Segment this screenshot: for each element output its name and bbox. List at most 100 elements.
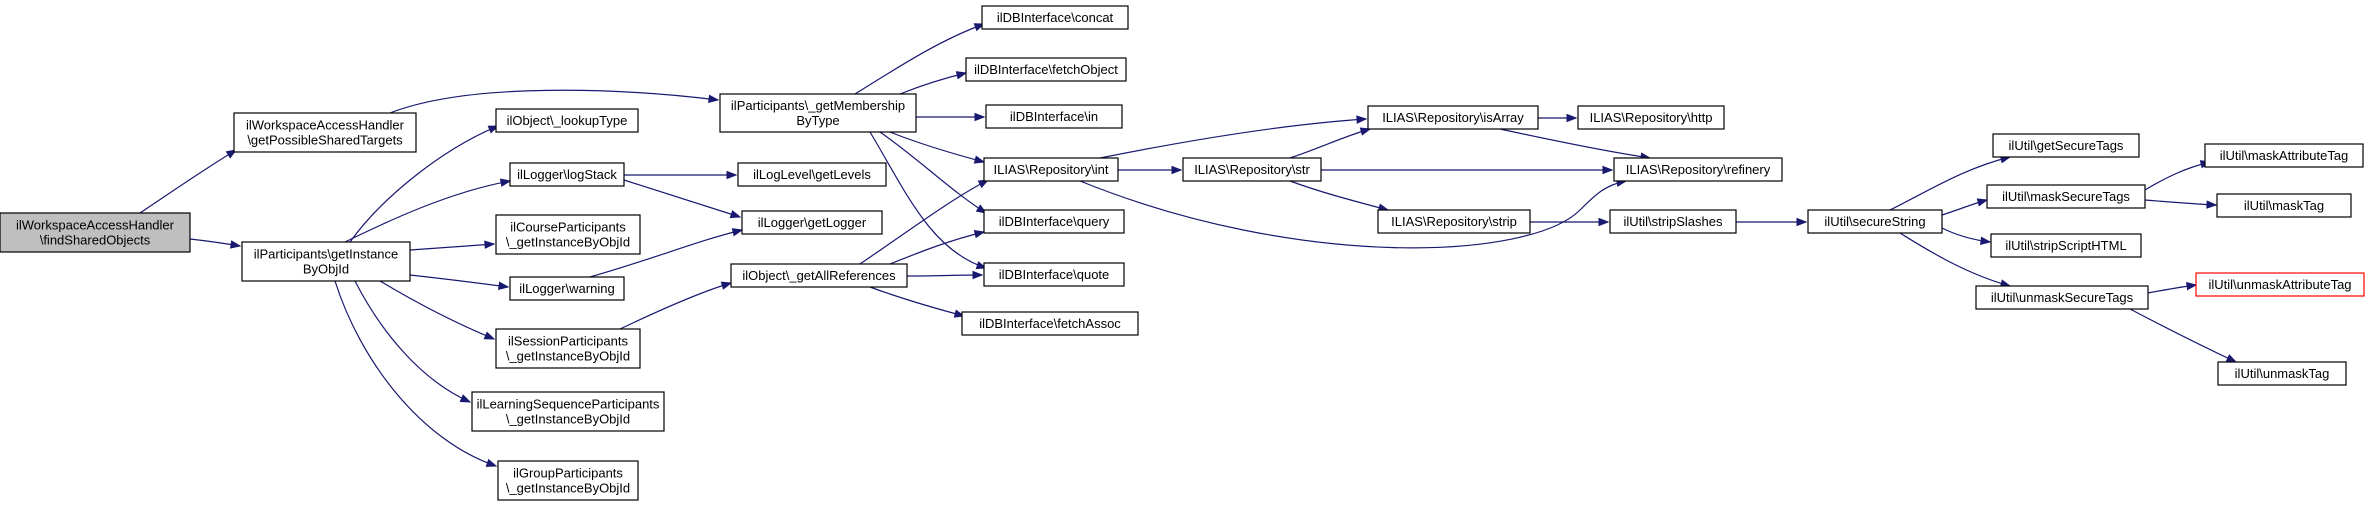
edge-line xyxy=(354,280,471,403)
node-box[interactable] xyxy=(495,328,641,369)
node-unmaskSecureTags[interactable]: ilUtil\unmaskSecureTags xyxy=(1975,285,2149,310)
node-box[interactable] xyxy=(983,262,1125,287)
node-maskTag[interactable]: ilUtil\maskTag xyxy=(2216,193,2352,218)
edge-logStack-to-getLogger xyxy=(623,179,742,219)
node-box[interactable] xyxy=(1609,209,1737,234)
node-box[interactable] xyxy=(1577,105,1725,130)
edge-repoStr-to-repoStrip xyxy=(1289,180,1390,212)
edge-line xyxy=(889,231,985,265)
node-repoStr[interactable]: ILIAS\Repository\str xyxy=(1182,157,1322,182)
node-repoInt[interactable]: ILIAS\Repository\int xyxy=(983,157,1119,182)
node-box[interactable] xyxy=(509,162,625,187)
node-getPossible[interactable]: ilWorkspaceAccessHandler\getPossibleShar… xyxy=(233,112,417,153)
node-label: ilDBInterface\concat xyxy=(997,10,1114,25)
edge-line xyxy=(2144,161,2211,191)
node-box[interactable] xyxy=(497,460,639,501)
node-secureString[interactable]: ilUtil\secureString xyxy=(1807,209,1943,234)
node-box[interactable] xyxy=(1377,209,1531,234)
node-box[interactable] xyxy=(495,108,639,133)
node-box[interactable] xyxy=(2217,361,2347,386)
arrowhead xyxy=(499,178,512,187)
node-label: \_getInstanceByObjId xyxy=(506,412,630,427)
node-unmaskTag[interactable]: ilUtil\unmaskTag xyxy=(2217,361,2347,386)
node-label: ilUtil\unmaskSecureTags xyxy=(1991,290,2134,305)
node-stripScript[interactable]: ilUtil\stripScriptHTML xyxy=(1990,233,2142,258)
edge-line xyxy=(389,89,719,114)
node-box[interactable] xyxy=(471,391,665,432)
node-box[interactable] xyxy=(1975,285,2149,310)
node-box[interactable] xyxy=(1367,105,1539,130)
node-sessionP[interactable]: ilSessionParticipants\_getInstanceByObjI… xyxy=(495,328,641,369)
node-label: ilDBInterface\fetchAssoc xyxy=(979,316,1121,331)
node-getSecureTags[interactable]: ilUtil\getSecureTags xyxy=(1992,133,2140,158)
node-label: \findSharedObjects xyxy=(40,233,151,248)
node-lookupType[interactable]: ilObject\_lookupType xyxy=(495,108,639,133)
node-box[interactable] xyxy=(719,93,917,133)
node-getLogger[interactable]: ilLogger\getLogger xyxy=(741,210,883,235)
node-box[interactable] xyxy=(737,162,887,187)
node-box[interactable] xyxy=(1613,157,1783,182)
node-label: ilUtil\getSecureTags xyxy=(2009,138,2124,153)
node-label: ilObject\_lookupType xyxy=(507,113,628,128)
node-box[interactable] xyxy=(981,5,1129,30)
node-box[interactable] xyxy=(983,157,1119,182)
node-box[interactable] xyxy=(961,311,1139,336)
node-box[interactable] xyxy=(965,57,1127,82)
edge-getPossible-to-getMembership xyxy=(389,89,720,114)
node-fetchAssoc[interactable]: ilDBInterface\fetchAssoc xyxy=(961,311,1139,336)
node-fetchObject[interactable]: ilDBInterface\fetchObject xyxy=(965,57,1127,82)
node-getInstance[interactable]: ilParticipants\getInstanceByObjId xyxy=(241,241,411,282)
node-repoRefinery[interactable]: ILIAS\Repository\refinery xyxy=(1613,157,1783,182)
node-box[interactable] xyxy=(2195,272,2365,297)
edge-line xyxy=(1889,156,2011,211)
node-maskAttrTag[interactable]: ilUtil\maskAttributeTag xyxy=(2204,143,2364,168)
edge-repoInt-to-repoRefinery xyxy=(1079,178,1628,249)
node-label: ByType xyxy=(796,113,839,128)
node-find[interactable]: ilWorkspaceAccessHandler\findSharedObjec… xyxy=(0,212,191,253)
node-getLevels[interactable]: ilLogLevel\getLevels xyxy=(737,162,887,187)
node-repoStrip[interactable]: ILIAS\Repository\strip xyxy=(1377,209,1531,234)
node-repoIsArray[interactable]: ILIAS\Repository\isArray xyxy=(1367,105,1539,130)
node-courseP[interactable]: ilCourseParticipants\_getInstanceByObjId xyxy=(495,214,641,255)
edge-repoStrip-to-stripSlashes xyxy=(1530,217,1610,227)
edge-line xyxy=(869,286,965,317)
node-dbIn[interactable]: ilDBInterface\in xyxy=(985,104,1123,129)
node-dbQuote[interactable]: ilDBInterface\quote xyxy=(983,262,1125,287)
node-getAllRefs[interactable]: ilObject\_getAllReferences xyxy=(730,263,908,288)
node-label: ByObjId xyxy=(303,262,349,277)
node-concat[interactable]: ilDBInterface\concat xyxy=(981,5,1129,30)
edge-line xyxy=(879,131,987,214)
node-box[interactable] xyxy=(2204,143,2364,168)
node-stripSlashes[interactable]: ilUtil\stripSlashes xyxy=(1609,209,1737,234)
node-groupP[interactable]: ilGroupParticipants\_getInstanceByObjId xyxy=(497,460,639,501)
node-box[interactable] xyxy=(983,209,1125,234)
node-box[interactable] xyxy=(1992,133,2140,158)
node-box[interactable] xyxy=(2216,193,2352,218)
edge-logStack-to-getLevels xyxy=(624,170,738,180)
node-box[interactable] xyxy=(741,210,883,235)
node-maskSecureTags[interactable]: ilUtil\maskSecureTags xyxy=(1986,184,2146,209)
node-lsP[interactable]: ilLearningSequenceParticipants\_getInsta… xyxy=(471,391,665,432)
node-dbQuery[interactable]: ilDBInterface\query xyxy=(983,209,1125,234)
node-box[interactable] xyxy=(495,214,641,255)
node-box[interactable] xyxy=(1990,233,2142,258)
node-logStack[interactable]: ilLogger\logStack xyxy=(509,162,625,187)
node-box[interactable] xyxy=(730,263,908,288)
node-box[interactable] xyxy=(1807,209,1943,234)
node-box[interactable] xyxy=(509,276,625,301)
node-box[interactable] xyxy=(0,212,191,253)
node-repoHttp[interactable]: ILIAS\Repository\http xyxy=(1577,105,1725,130)
edge-repoStr-to-repoRefinery xyxy=(1321,165,1614,175)
arrowhead xyxy=(955,71,968,80)
node-box[interactable] xyxy=(241,241,411,282)
arrowhead xyxy=(459,394,472,403)
node-box[interactable] xyxy=(1182,157,1322,182)
node-box[interactable] xyxy=(1986,184,2146,209)
edge-line xyxy=(1899,232,2011,287)
node-label: ilLogger\logStack xyxy=(517,167,617,182)
node-box[interactable] xyxy=(985,104,1123,129)
node-unmaskAttrTag[interactable]: ilUtil\unmaskAttributeTag xyxy=(2195,272,2365,297)
node-box[interactable] xyxy=(233,112,417,153)
node-warning[interactable]: ilLogger\warning xyxy=(509,276,625,301)
